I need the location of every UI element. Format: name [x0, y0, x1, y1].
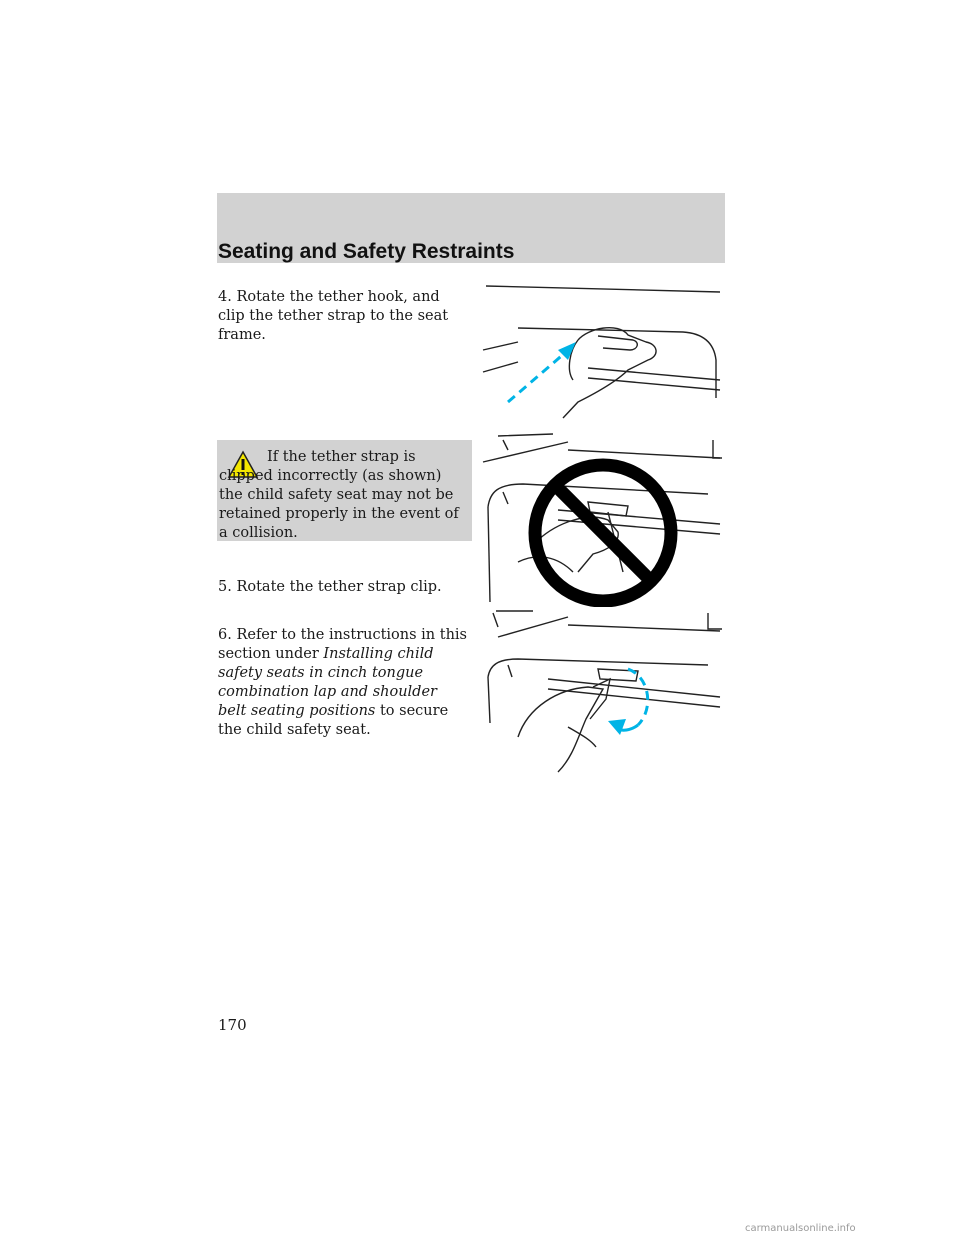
page-title: Seating and Safety Restraints	[218, 240, 515, 263]
header-band	[217, 193, 725, 263]
figure-rotate-hook	[482, 285, 721, 419]
step-6-reference: Installing child safety seats in cinch t…	[218, 646, 437, 719]
step-6-text: 6. Refer to the instructions in this sec…	[218, 627, 467, 738]
warning-box: If the tether strap is clipped incorrect…	[217, 440, 472, 541]
page-number: 170	[218, 1016, 247, 1034]
step-4-text: 4. Rotate the tether hook, and clip the …	[218, 289, 449, 343]
figure-incorrect-clip	[482, 433, 722, 607]
watermark: carmanualsonline.info	[745, 1223, 856, 1234]
step-5-text: 5. Rotate the tether strap clip.	[218, 579, 442, 595]
prohibition-icon	[528, 458, 678, 607]
warning-triangle-icon	[227, 450, 259, 478]
warning-text: If the tether strap is clipped incorrect…	[219, 449, 459, 541]
figure-rotate-clip	[487, 610, 722, 773]
